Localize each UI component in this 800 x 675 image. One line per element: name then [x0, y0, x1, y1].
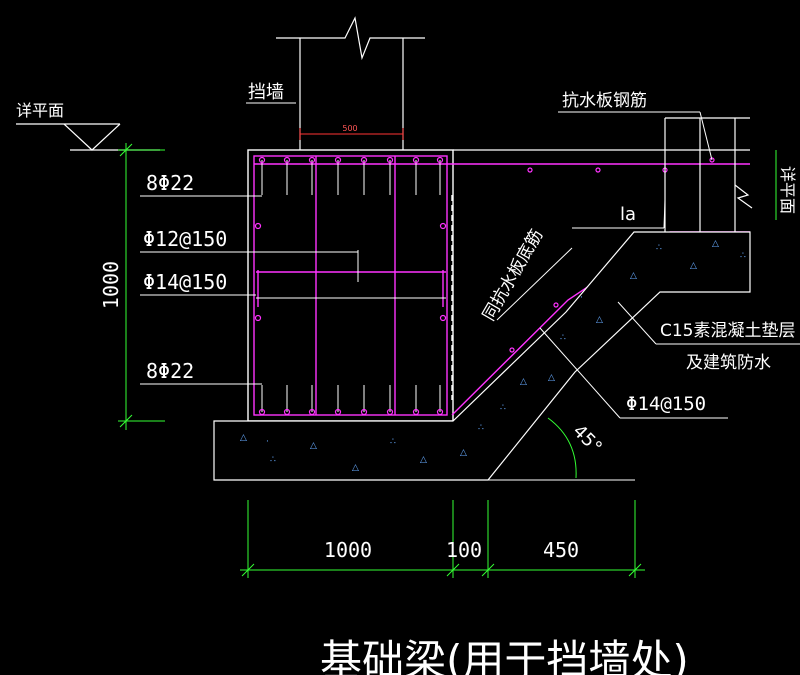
- svg-text:∴: ∴: [656, 243, 662, 253]
- dim-100: 100: [446, 538, 482, 562]
- detail-plan-label: 详平面: [16, 101, 64, 120]
- drawing-title: 基础梁(用于挡墙处): [320, 636, 689, 675]
- beam-outline: [247, 149, 454, 422]
- svg-text:∴: ∴: [740, 251, 746, 261]
- height-dimension: [118, 143, 165, 430]
- height-dimension-text: 1000: [99, 261, 123, 309]
- top-bars-label: 8Φ22: [146, 171, 194, 195]
- stirrup-legs: [256, 160, 446, 412]
- bottom-dimensions: [240, 500, 645, 578]
- elevation-marker: [16, 123, 160, 151]
- angle-label: 45°: [568, 421, 605, 458]
- la-label: la: [620, 204, 636, 225]
- dim-1000: 1000: [324, 538, 372, 562]
- wall-width-dimension: 500: [299, 124, 404, 140]
- svg-text:△: △: [460, 448, 467, 458]
- right-edge-label: 详平面: [778, 166, 797, 214]
- retaining-wall-label: 挡墙: [248, 82, 284, 103]
- leader-lines: [140, 195, 358, 385]
- aggregate-marks: △∴△ △∴△ △∴△ △∴△ △∴△ △∴· ∴·: [240, 239, 746, 473]
- cushion-label-1: C15素混凝土垫层: [660, 321, 796, 341]
- svg-text:△: △: [310, 441, 317, 451]
- waist-bars-label: Φ14@150: [143, 270, 227, 294]
- svg-text:△: △: [596, 315, 603, 325]
- wall-width-text: 500: [342, 124, 357, 133]
- svg-text:△: △: [352, 463, 359, 473]
- dim-450: 450: [543, 538, 579, 562]
- cushion-label-2: 及建筑防水: [686, 353, 771, 373]
- concrete-cushion: [213, 231, 751, 481]
- svg-text:·: ·: [580, 293, 583, 303]
- svg-text:△: △: [712, 239, 719, 249]
- waterproof-rebar-label: 抗水板钢筋: [562, 91, 647, 111]
- svg-text:△: △: [420, 455, 427, 465]
- svg-text:△: △: [690, 261, 697, 271]
- svg-text:∴: ∴: [560, 333, 566, 343]
- stirrup-label: Φ12@150: [143, 227, 227, 251]
- svg-text:△: △: [240, 433, 247, 443]
- svg-text:·: ·: [266, 437, 269, 447]
- svg-text:∴: ∴: [500, 403, 506, 413]
- same-bottom-label: 同抗水板底筋: [479, 226, 547, 324]
- slope-bars-label: Φ14@150: [626, 393, 706, 415]
- svg-text:∴: ∴: [478, 423, 484, 433]
- angle-arc: [547, 417, 577, 479]
- svg-text:△: △: [630, 271, 637, 281]
- svg-text:∴: ∴: [390, 437, 396, 447]
- svg-text:△: △: [548, 373, 555, 383]
- svg-text:∴: ∴: [270, 455, 276, 465]
- bottom-bars-label: 8Φ22: [146, 359, 194, 383]
- svg-text:△: △: [520, 377, 527, 387]
- slab-edge: [453, 117, 753, 232]
